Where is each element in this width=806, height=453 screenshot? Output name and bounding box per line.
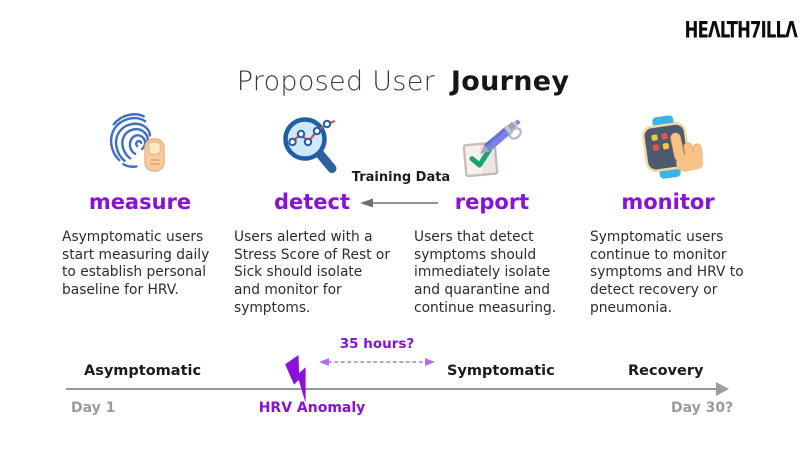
step-icon-wrap: [234, 108, 390, 186]
step-description-detect: Users alerted with a Stress Score of Res…: [234, 229, 391, 316]
checkbox-pen-icon: [462, 119, 522, 178]
training-data-label: Training Data: [351, 170, 451, 185]
timeline-end-label: Day 30?: [671, 400, 734, 416]
training-data-arrow-icon: [360, 198, 438, 208]
step-description-monitor: Symptomatic users continue to monitor sy…: [590, 229, 744, 316]
magnifier-chart-icon: [283, 117, 337, 173]
smartwatch-tap-icon: [642, 115, 703, 179]
journey-step-monitor: monitor Symptomatic users continue to mo…: [590, 108, 746, 317]
timeline-start-label: Day 1: [71, 400, 116, 416]
duration-annotation: 35 hours?: [339, 336, 415, 352]
step-label-detect: detect: [273, 190, 351, 214]
phase-label-asymptomatic: Asymptomatic: [84, 363, 202, 379]
step-label-report: report: [454, 190, 530, 214]
step-label-monitor: monitor: [621, 190, 715, 214]
step-description-measure: Asymptomatic users start measuring daily…: [62, 229, 210, 298]
page-title: Proposed User Journey: [0, 66, 806, 97]
phase-label-recovery: Recovery: [628, 363, 704, 379]
page-title-light: Proposed User: [236, 66, 436, 97]
lightning-bolt-icon: [285, 355, 306, 403]
hrv-anomaly-label: HRV Anomaly: [258, 400, 366, 416]
brand-logo: HEΛLTH7ILLΛ: [684, 16, 798, 43]
journey-step-measure: measure Asymptomatic users start measuri…: [62, 108, 218, 300]
fingerprint-touch-icon: [109, 113, 165, 172]
journey-step-report: report Users that detect symptoms should…: [414, 108, 570, 317]
timeline-arrowhead-icon: [716, 382, 729, 396]
duration-range-arrow-icon: [319, 358, 435, 366]
timeline-axis: [66, 388, 718, 390]
step-icon-wrap: [62, 108, 218, 186]
step-label-measure: measure: [88, 190, 192, 214]
journey-step-detect: detect Users alerted with a Stress Score…: [234, 108, 390, 317]
page-title-bold: Journey: [450, 66, 570, 97]
step-icon-wrap: [590, 108, 746, 186]
phase-label-symptomatic: Symptomatic: [447, 363, 555, 379]
step-icon-wrap: [414, 108, 570, 186]
step-description-report: Users that detect symptoms should immedi…: [414, 229, 557, 316]
